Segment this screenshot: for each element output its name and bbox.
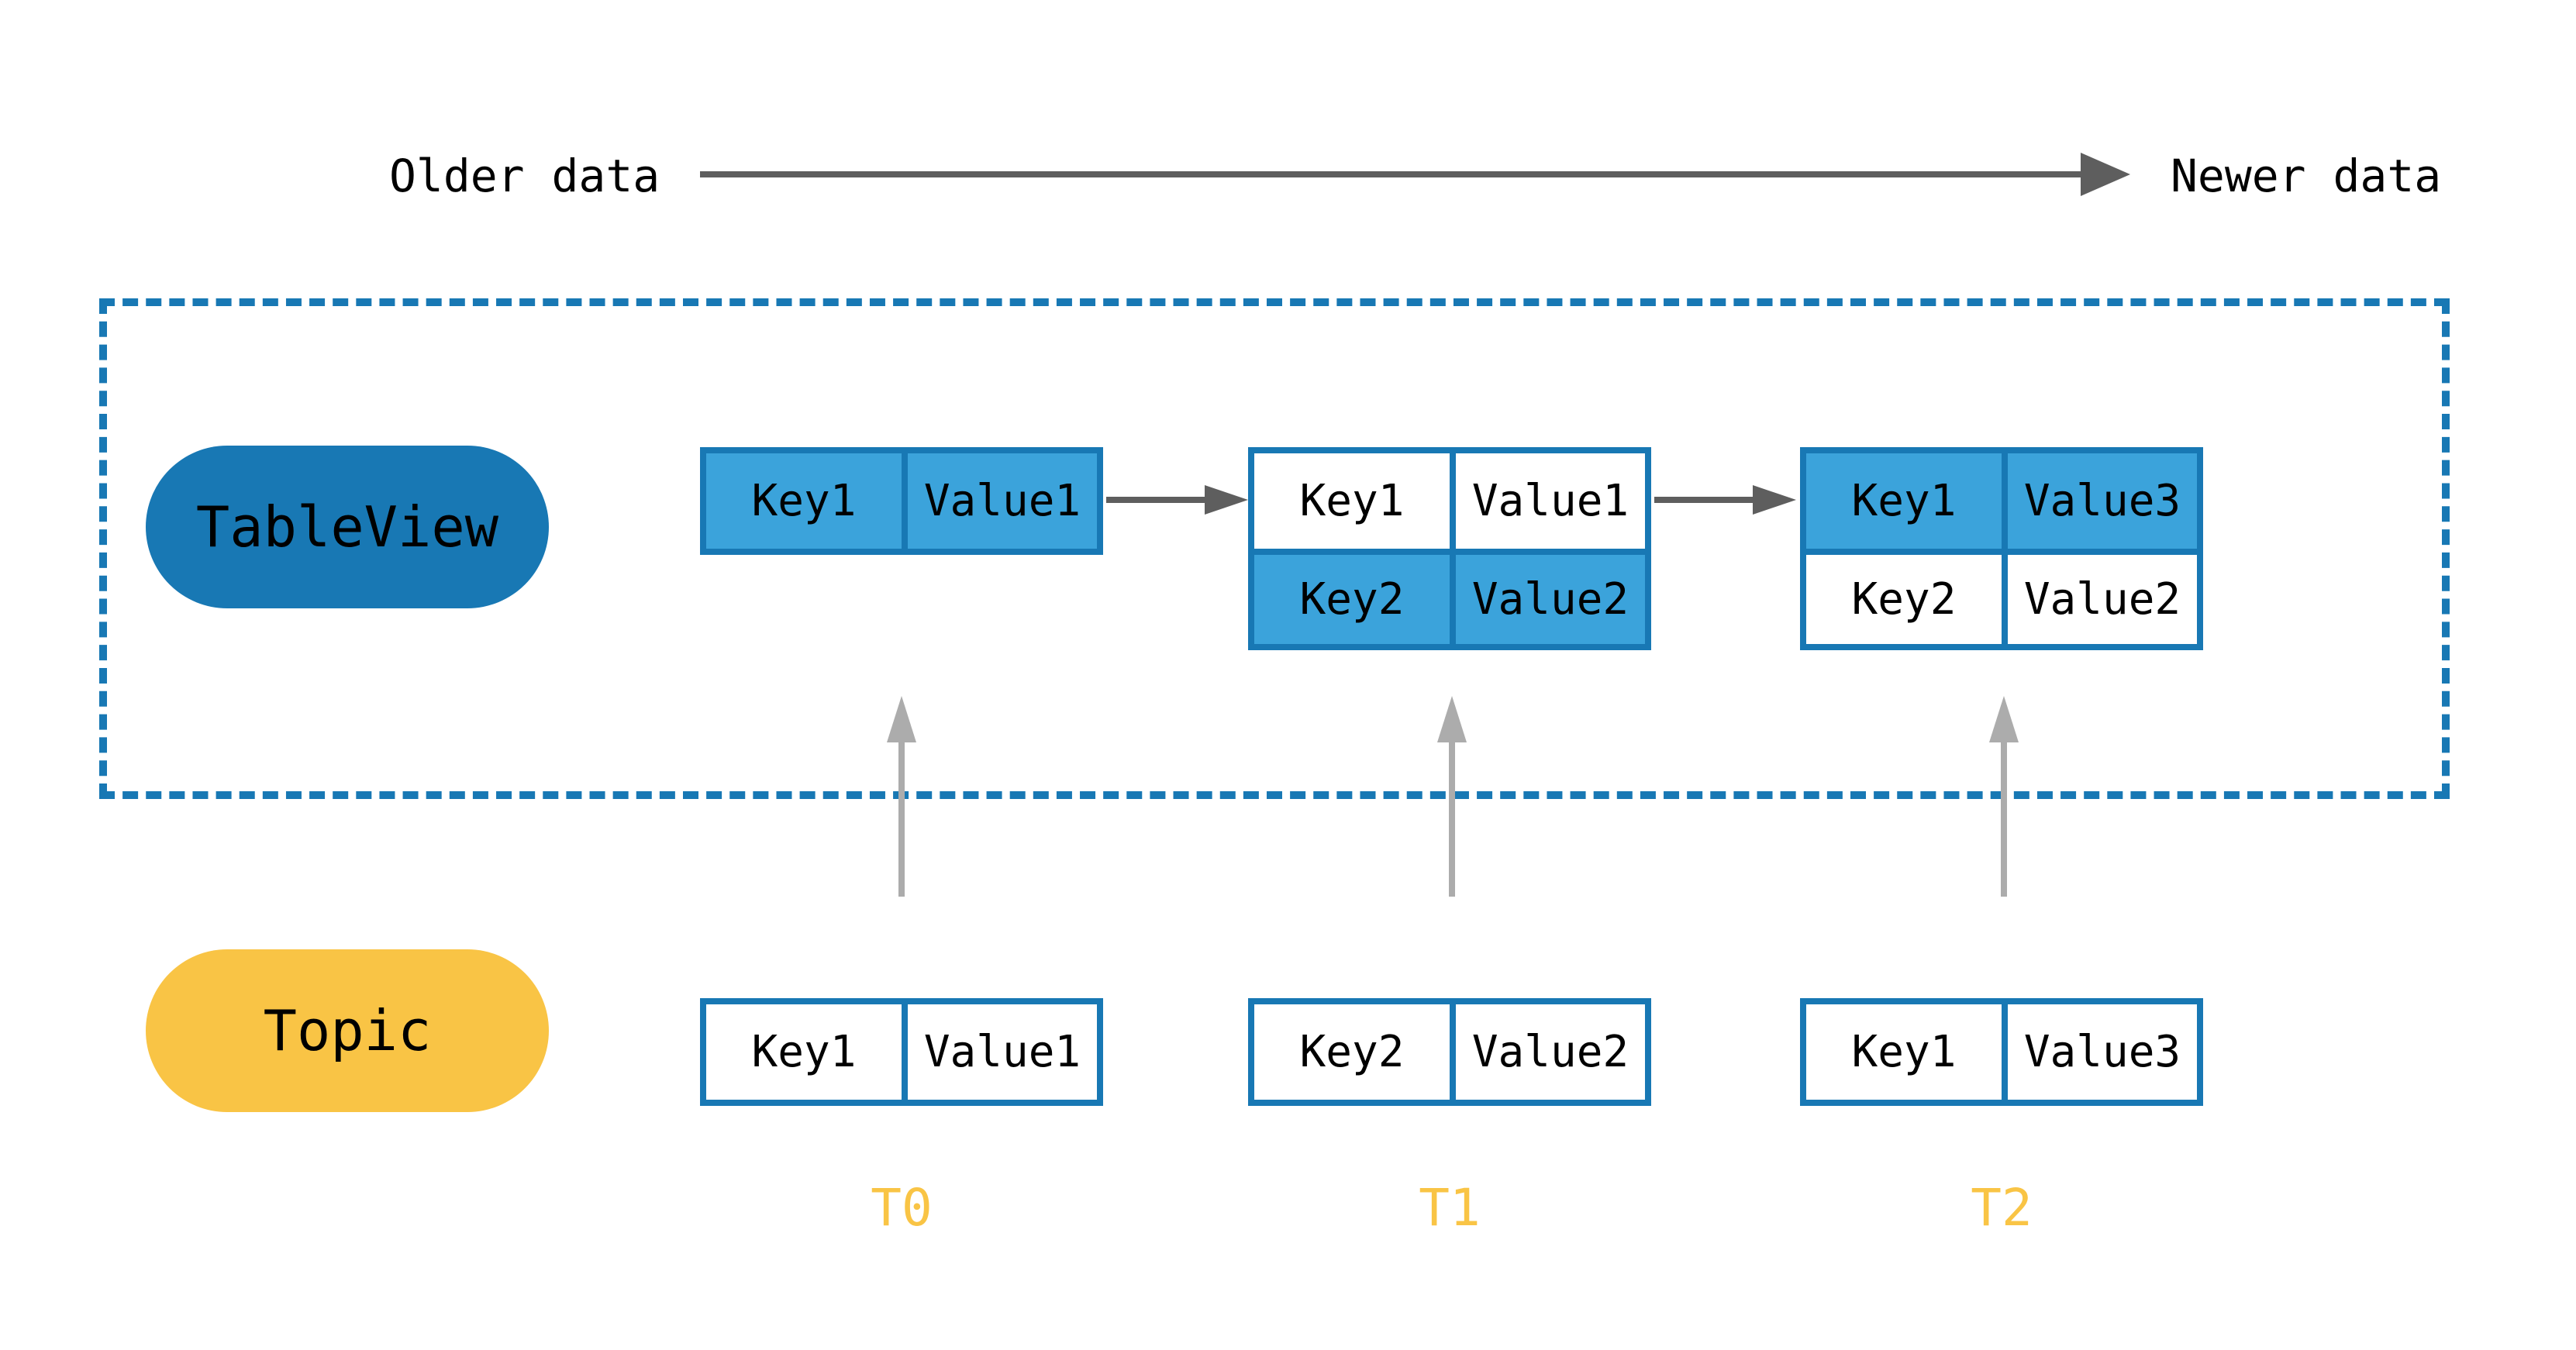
key-cell: Key2 — [1299, 574, 1405, 625]
key-cell: Key1 — [1851, 476, 1957, 526]
key-cell: Key2 — [1299, 1027, 1405, 1077]
state-arrow-t0-t1-arrowhead-icon — [1205, 485, 1248, 515]
table-row: Key1 Value1 — [706, 1004, 1097, 1100]
publish-arrow-t2-arrowhead-icon — [1989, 696, 2019, 742]
newer-data-label: Newer data — [2171, 150, 2442, 202]
table-row: Key2 Value2 — [1806, 549, 2197, 644]
table-row: Key1 Value3 — [1806, 1004, 2197, 1100]
tableview-pill: TableView — [146, 446, 549, 608]
value-cell: Value2 — [2002, 555, 2197, 644]
key-cell: Key1 — [751, 1027, 857, 1077]
key-cell: Key1 — [1851, 1027, 1957, 1077]
publish-arrow-t1-arrowhead-icon — [1437, 696, 1467, 742]
value-cell: Value1 — [902, 1004, 1097, 1100]
publish-arrow-t2-line — [2001, 741, 2007, 897]
tableview-state-t1: Key1 Value1 Key2 Value2 — [1248, 447, 1651, 650]
state-arrow-t1-t2-line — [1654, 497, 1754, 503]
topic-pill: Topic — [146, 949, 549, 1112]
state-arrow-t1-t2-arrowhead-icon — [1753, 485, 1796, 515]
table-row: Key2 Value2 — [1254, 549, 1645, 644]
older-data-label: Older data — [389, 150, 660, 202]
table-row: Key1 Value3 — [1806, 453, 2197, 549]
value-cell: Value3 — [2002, 453, 2197, 549]
time-label-t0: T0 — [871, 1178, 933, 1238]
time-label-t2: T2 — [1971, 1178, 2033, 1238]
value-cell: Value2 — [1450, 555, 1645, 644]
publish-arrow-t0-arrowhead-icon — [887, 696, 916, 742]
time-axis-line — [700, 171, 2081, 177]
tableview-boundary-box — [99, 298, 2450, 799]
value-cell: Value3 — [2002, 1004, 2197, 1100]
topic-message-t2: Key1 Value3 — [1800, 998, 2203, 1106]
state-arrow-t0-t1-line — [1106, 497, 1205, 503]
key-cell: Key2 — [1851, 574, 1957, 625]
time-label-t1: T1 — [1419, 1178, 1481, 1238]
tableview-state-t2: Key1 Value3 Key2 Value2 — [1800, 447, 2203, 650]
key-cell: Key1 — [1299, 476, 1405, 526]
table-row: Key2 Value2 — [1254, 1004, 1645, 1100]
value-cell: Value1 — [902, 453, 1097, 549]
table-row: Key1 Value1 — [1254, 453, 1645, 549]
time-axis-arrowhead-icon — [2081, 153, 2130, 196]
topic-pill-label: Topic — [263, 998, 432, 1063]
key-cell: Key1 — [751, 476, 857, 526]
topic-message-t0: Key1 Value1 — [700, 998, 1103, 1106]
topic-message-t1: Key2 Value2 — [1248, 998, 1651, 1106]
value-cell: Value2 — [1450, 1004, 1645, 1100]
publish-arrow-t0-line — [898, 741, 905, 897]
tableview-pill-label: TableView — [195, 494, 499, 560]
publish-arrow-t1-line — [1449, 741, 1455, 897]
tableview-state-t0: Key1 Value1 — [700, 447, 1103, 555]
table-row: Key1 Value1 — [706, 453, 1097, 549]
value-cell: Value1 — [1450, 453, 1645, 549]
